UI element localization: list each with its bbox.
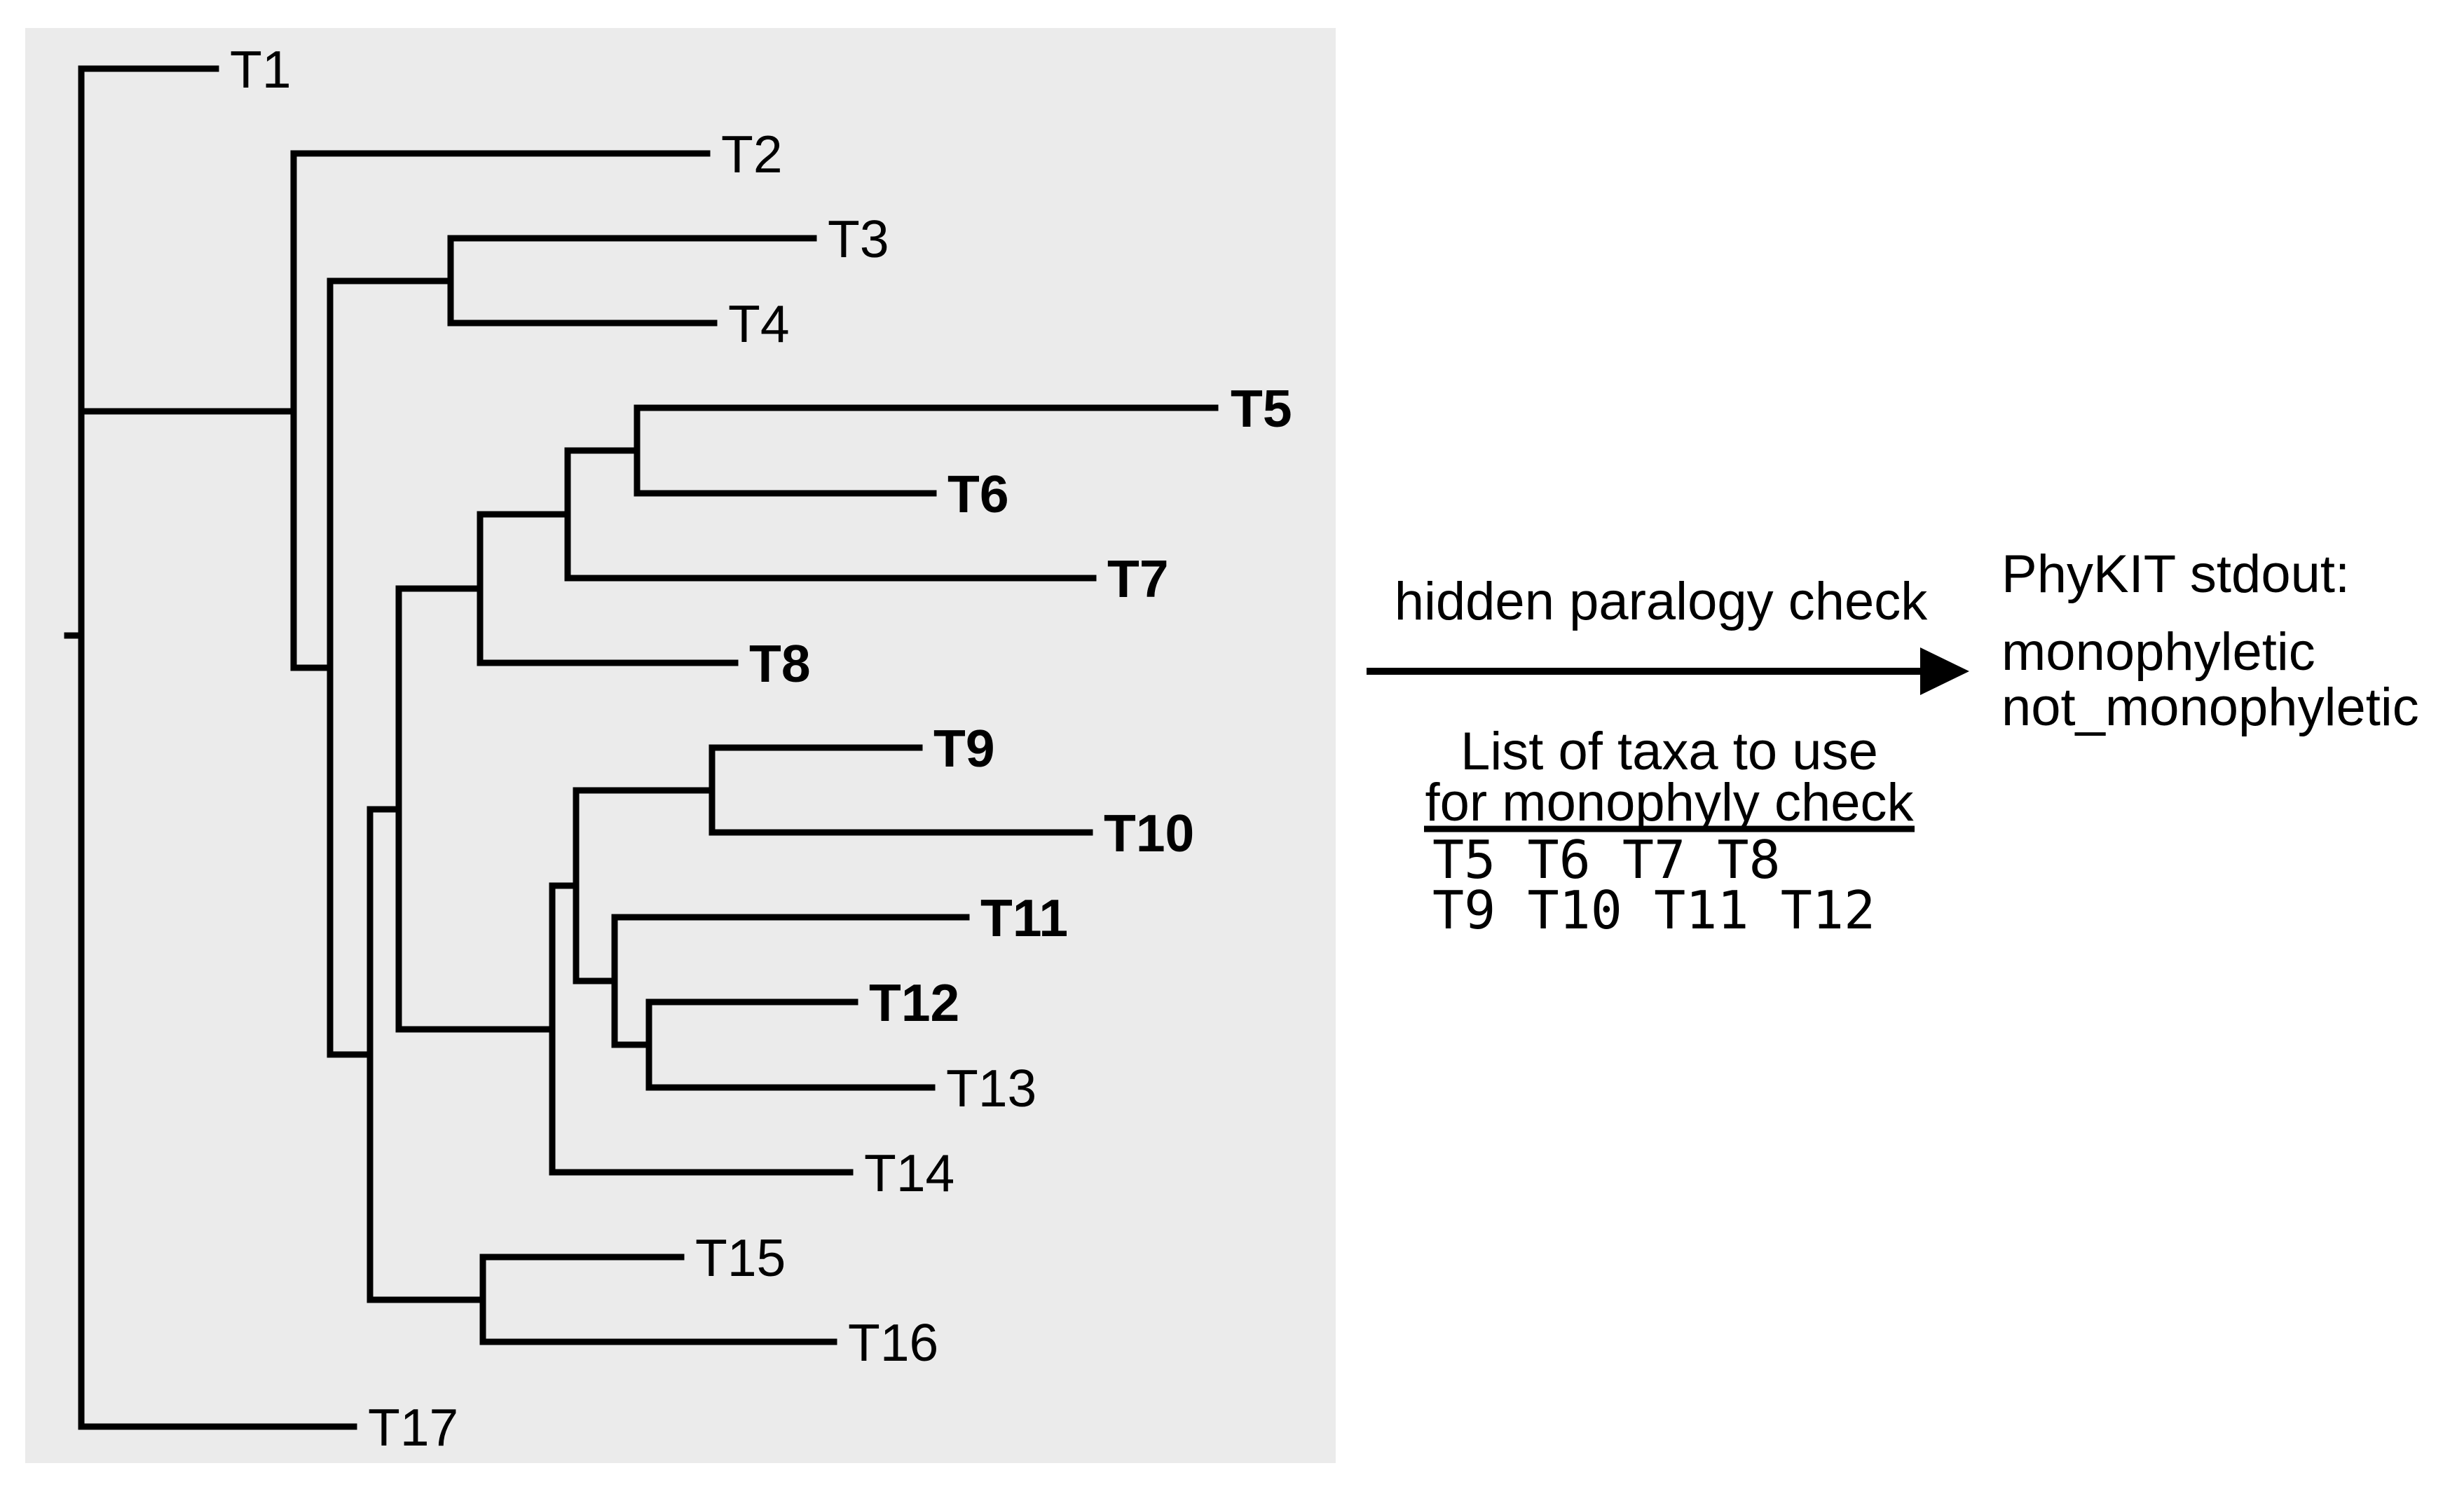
leaf-label-T5: T5 [1231,379,1292,438]
leaf-label-T4: T4 [728,294,790,353]
leaf-label-T8: T8 [749,634,811,693]
list-title-line2: for monophyly check [1425,773,1915,832]
leaf-label-T10: T10 [1104,804,1194,863]
leaf-label-T1: T1 [230,40,292,99]
stdout-line-1: monophyletic [2001,622,2315,682]
leaf-label-T11: T11 [980,888,1068,947]
leaf-label-T6: T6 [947,465,1009,523]
leaf-label-T7: T7 [1107,549,1169,608]
leaf-label-T12: T12 [869,973,959,1032]
leaf-label-T3: T3 [828,210,889,268]
leaf-label-T16: T16 [848,1313,938,1372]
arrow-label: hidden paralogy check [1395,572,1929,631]
leaf-label-T9: T9 [933,719,995,778]
leaf-label-T14: T14 [864,1144,954,1202]
leaf-label-T15: T15 [695,1228,786,1287]
arrow-head [1920,647,1969,695]
stdout-line-2: not_monophyletic [2001,678,2419,737]
stdout-title: PhyKIT stdout: [2001,544,2350,604]
leaf-label-T13: T13 [946,1059,1036,1118]
list-title-line1: List of taxa to use [1460,722,1878,781]
taxa-row-1: T5 T6 T7 T8 [1432,829,1781,891]
taxa-row-2: T9 T10 T11 T12 [1432,879,1875,941]
leaf-label-T2: T2 [721,125,783,184]
tree-panel-background [25,28,1336,1463]
leaf-label-T17: T17 [368,1398,458,1457]
